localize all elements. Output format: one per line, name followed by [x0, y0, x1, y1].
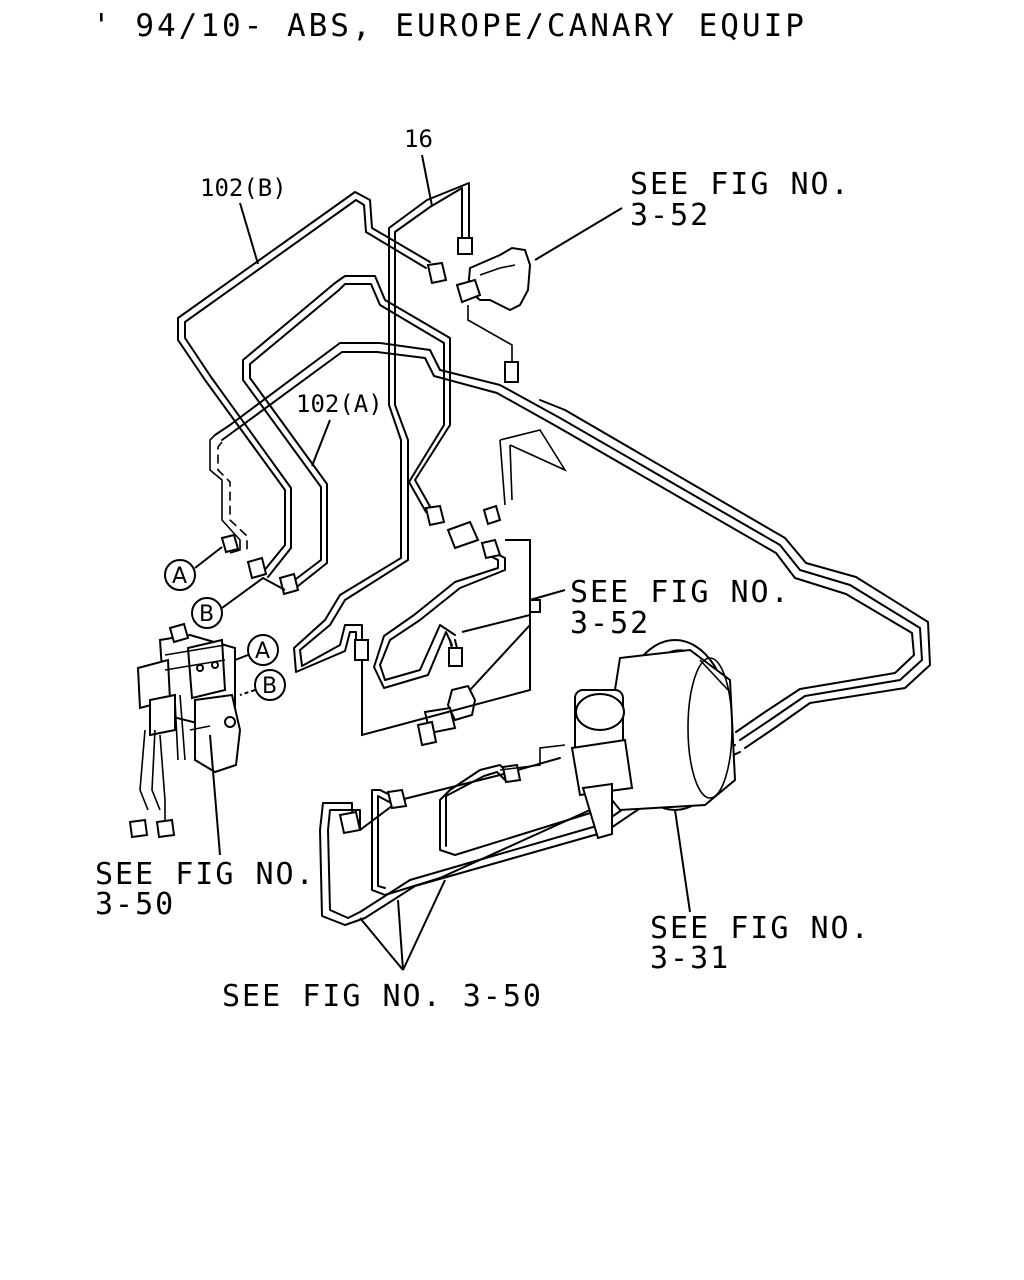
marker-a-pipe: A: [164, 546, 223, 591]
proportioning-valve: [416, 684, 477, 747]
marker-a-unit-label: A: [255, 639, 270, 664]
callout-fig-3-50-bottom: SEE FIG NO. 3-50: [222, 879, 543, 1014]
callout-fig-3-52-top: SEE FIG NO. 3-52: [534, 167, 851, 261]
callout-3-31-line1: SEE FIG NO.: [650, 911, 871, 946]
marker-b-unit-circle: [254, 669, 286, 701]
part-label-102b: 102(B): [200, 174, 287, 265]
callout-3-52-top-line2: 3-52: [630, 198, 710, 233]
abs-unit: [128, 622, 242, 839]
marker-a-label: A: [172, 564, 187, 589]
callout-fig-3-50-left: SEE FIG NO. 3-50: [95, 734, 316, 922]
marker-b-label: B: [199, 602, 214, 627]
marker-b-circle: [191, 597, 223, 629]
marker-a-unit: A: [234, 634, 279, 666]
diagram-title: ' 94/10- ABS, EUROPE/CANARY EQUIP: [92, 8, 807, 44]
callout-3-50-bottom: SEE FIG NO. 3-50: [222, 979, 543, 1014]
rear-brake-pipe: [209, 342, 931, 749]
part-number-102a: 102(A): [296, 390, 383, 418]
marker-a-circle: [164, 559, 196, 591]
part-number-16: 16: [404, 125, 433, 153]
marker-b-pipe: B: [191, 576, 286, 629]
callout-fig-3-31: SEE FIG NO. 3-31: [650, 809, 871, 976]
callout-3-52-mid-line2: 3-52: [570, 606, 650, 641]
part-label-16: 16: [404, 125, 433, 207]
callout-3-50-left-line1: SEE FIG NO.: [95, 857, 316, 892]
bracket-top: [426, 237, 532, 383]
marker-b-unit: B: [239, 669, 286, 701]
leader-3-52-mid: [361, 539, 566, 737]
callout-3-52-top-line1: SEE FIG NO.: [630, 167, 851, 202]
part-label-102a: 102(A): [296, 390, 383, 467]
marker-b-unit-label: B: [262, 674, 277, 699]
pipe-16: [293, 182, 470, 673]
callout-fig-3-52-mid: SEE FIG NO. 3-52: [570, 575, 791, 641]
callout-3-52-mid-line1: SEE FIG NO.: [570, 575, 791, 610]
callout-3-31-line2: 3-31: [650, 941, 730, 976]
master-cylinder: [499, 689, 634, 840]
brake-booster: [598, 639, 737, 812]
callout-3-50-left-line2: 3-50: [95, 887, 175, 922]
pipe-102b: [177, 191, 431, 578]
marker-a-unit-circle: [247, 634, 279, 666]
pipe-102a: [242, 275, 451, 591]
part-number-102b: 102(B): [200, 174, 287, 202]
